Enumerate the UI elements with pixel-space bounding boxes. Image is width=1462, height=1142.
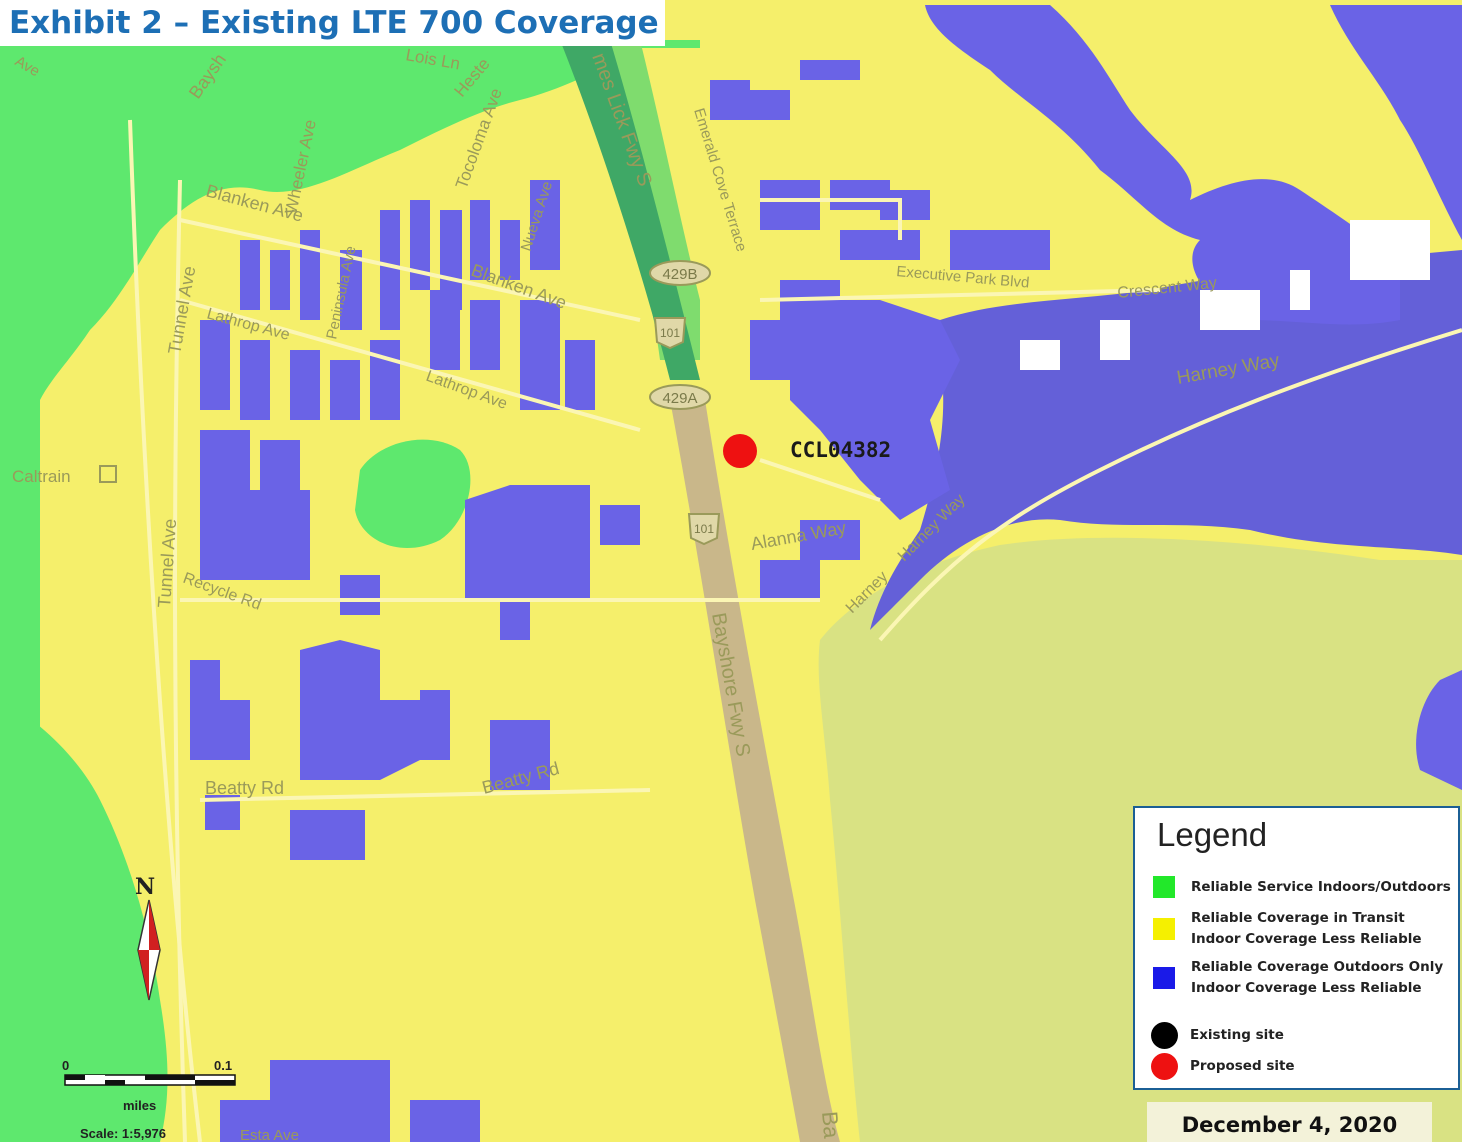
svg-text:Beatty Rd: Beatty Rd <box>205 778 284 798</box>
highway-shields: 429B 101 429A 101 <box>649 260 721 546</box>
svg-text:101: 101 <box>694 522 714 536</box>
legend-panel: Legend Reliable Service Indoors/Outdoors… <box>1133 806 1460 1090</box>
proposed-site-dot-icon <box>1151 1053 1178 1080</box>
shield-101-south: 101 <box>687 513 721 546</box>
green-coverage-west <box>0 40 700 1142</box>
green-swatch-icon <box>1153 876 1175 898</box>
blue-coverage-right-edge <box>1416 670 1462 790</box>
blue-coverage-far-right <box>1330 5 1462 240</box>
green-coverage-park <box>355 439 471 549</box>
shield-101-north: 101 <box>653 317 687 350</box>
svg-text:Esta Ave: Esta Ave <box>240 1127 299 1142</box>
no-coverage-patches <box>1020 220 1430 370</box>
scale-bar <box>64 1074 236 1086</box>
svg-text:429B: 429B <box>662 266 697 283</box>
train-station-icon <box>99 465 117 483</box>
green-coverage-southwest <box>0 700 168 1142</box>
exhibit-title: Exhibit 2 – Existing LTE 700 Coverage <box>0 0 665 46</box>
blue-swatch-icon <box>1153 967 1175 989</box>
north-arrow-icon <box>137 899 161 1001</box>
svg-text:Ba: Ba <box>817 1110 844 1140</box>
street-lines <box>128 119 1462 1142</box>
site-label: CCL04382 <box>790 438 892 462</box>
scale-units: miles <box>123 1098 157 1113</box>
svg-text:Caltrain: Caltrain <box>12 467 71 486</box>
svg-text:429A: 429A <box>662 390 697 407</box>
scale-ratio: Scale: 1:5,976 <box>80 1126 167 1141</box>
existing-site-dot-icon <box>1151 1022 1178 1049</box>
blue-coverage-northeast <box>925 5 1400 325</box>
svg-text:101: 101 <box>660 326 680 340</box>
date-label: December 4, 2020 <box>1147 1102 1432 1142</box>
bayshore-freeway <box>670 400 840 1142</box>
legend-item-proposed-site: Proposed site <box>1151 1053 1295 1080</box>
proposed-site-marker[interactable] <box>723 434 757 468</box>
legend-text: Reliable Service Indoors/Outdoors <box>1191 878 1451 895</box>
blue-coverage-blocks <box>190 60 1050 1142</box>
yellow-swatch-icon <box>1153 918 1175 940</box>
north-label: N <box>135 874 156 900</box>
legend-item-existing-site: Existing site <box>1151 1022 1284 1049</box>
legend-text: Proposed site <box>1190 1058 1295 1074</box>
scale-end: 0.1 <box>214 1058 233 1073</box>
shield-429b: 429B <box>649 260 711 286</box>
shield-429a: 429A <box>649 384 711 410</box>
james-lick-freeway <box>560 40 700 380</box>
legend-text: Existing site <box>1190 1027 1284 1043</box>
legend-title: Legend <box>1157 816 1268 853</box>
scale-start: 0 <box>62 1058 70 1073</box>
legend-item-green: Reliable Service Indoors/Outdoors <box>1153 876 1451 898</box>
